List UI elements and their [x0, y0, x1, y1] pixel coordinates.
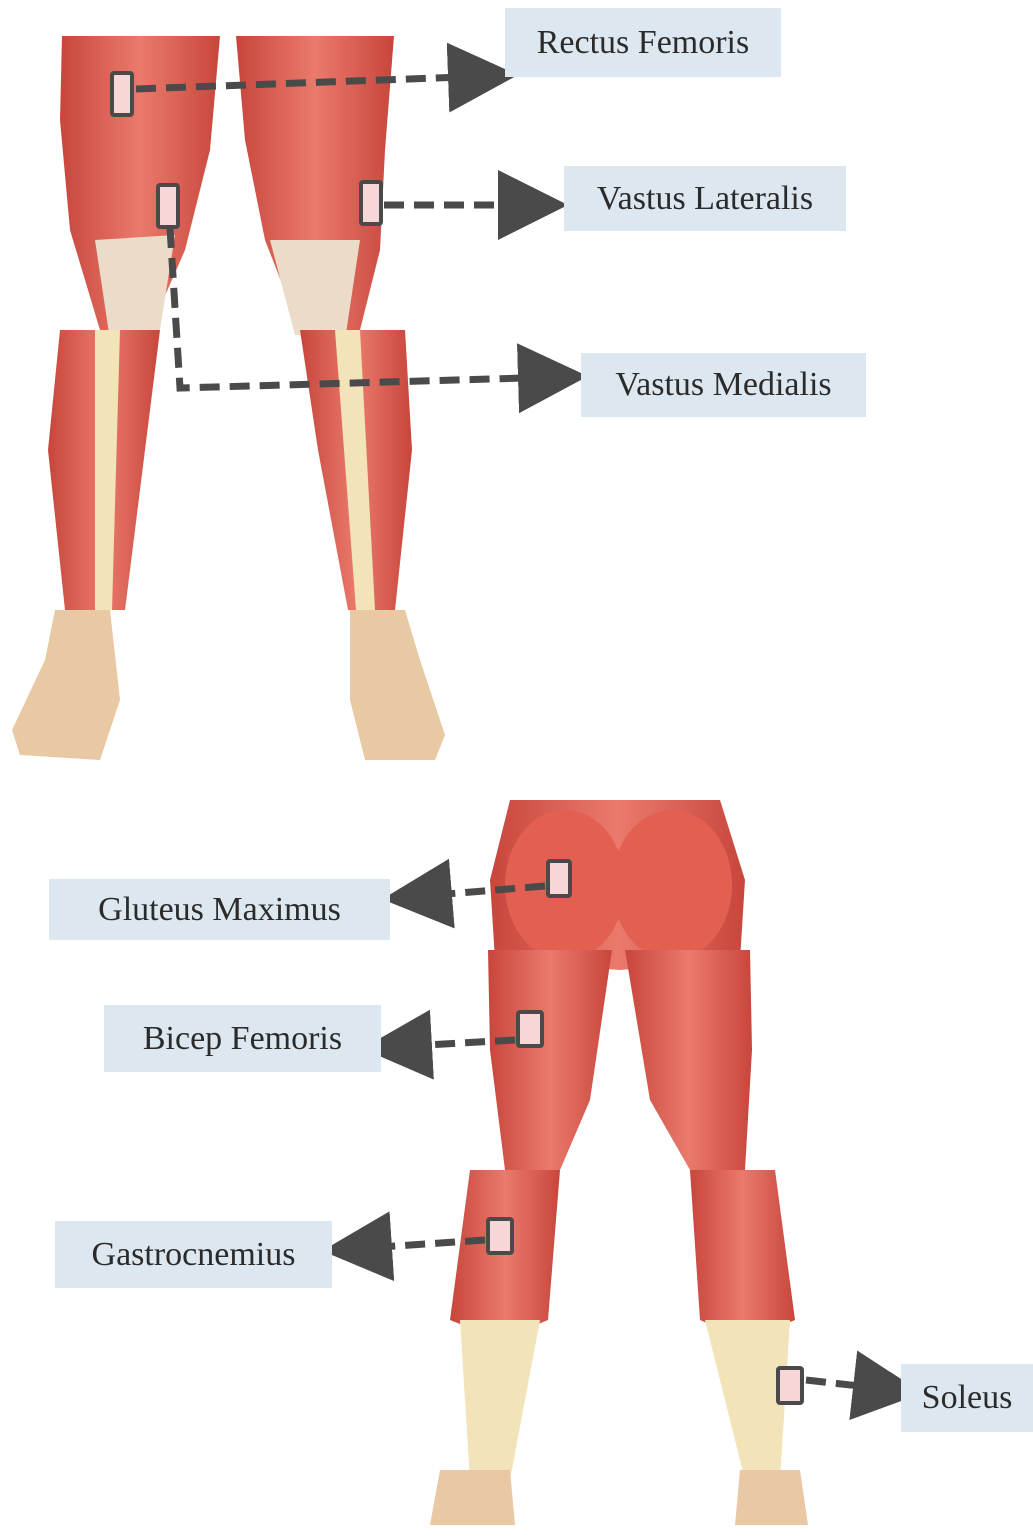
back-right-calf [690, 1170, 795, 1340]
electrode-vastus-medialis [158, 185, 178, 227]
label-soleus: Soleus [901, 1364, 1033, 1432]
electrode-gastrocnemius [488, 1219, 512, 1253]
electrode-bicep-femoris [518, 1012, 542, 1046]
back-right-heel [735, 1470, 808, 1525]
front-legs [12, 36, 445, 760]
front-left-foot [12, 610, 120, 760]
label-vastus-medialis: Vastus Medialis [581, 353, 866, 417]
label-rectus-femoris: Rectus Femoris [505, 8, 781, 77]
electrode-soleus [778, 1368, 802, 1403]
connector-soleus [806, 1380, 895, 1390]
electrode-rectus-femoris [112, 73, 132, 115]
electrode-gluteus-maximus [548, 861, 570, 896]
back-left-thigh [488, 950, 612, 1170]
right-glute [612, 810, 732, 960]
back-left-achilles [460, 1320, 540, 1480]
back-right-thigh [625, 950, 752, 1170]
label-gluteus-maximus: Gluteus Maximus [49, 879, 390, 940]
label-vastus-lateralis: Vastus Lateralis [564, 166, 846, 231]
front-right-foot [350, 610, 445, 760]
back-legs [430, 800, 808, 1525]
back-left-heel [430, 1470, 515, 1525]
front-right-knee [270, 240, 360, 340]
label-bicep-femoris: Bicep Femoris [104, 1005, 381, 1072]
label-gastrocnemius: Gastrocnemius [55, 1221, 332, 1288]
electrode-vastus-lateralis [361, 182, 381, 224]
